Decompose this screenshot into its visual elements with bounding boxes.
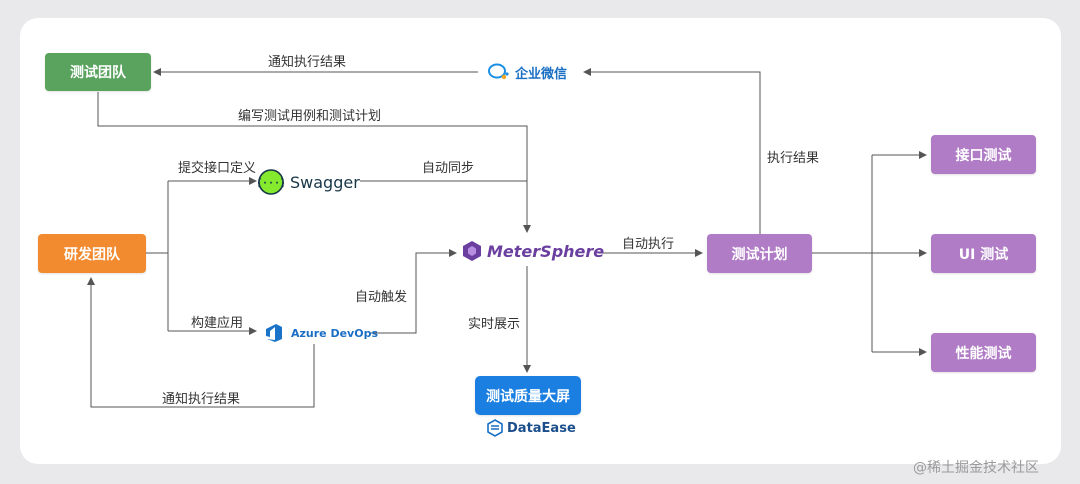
ui-test-node[interactable]: UI 测试 — [931, 234, 1036, 273]
azure-devops-icon — [266, 324, 282, 342]
swagger-label: Swagger — [290, 172, 360, 192]
edge-label-auto-trigger: 自动触发 — [355, 290, 408, 305]
perf-test-node[interactable]: 性能测试 — [931, 333, 1036, 372]
edge-label-exec-result: 执行结果 — [767, 151, 820, 166]
test-plan-label: 测试计划 — [731, 246, 788, 263]
test-team-label: 测试团队 — [70, 65, 126, 81]
metersphere-logo[interactable]: MeterSphere — [461, 240, 604, 262]
dataease-label: DataEase — [507, 420, 576, 436]
dev-team-node[interactable]: 研发团队 — [38, 234, 146, 273]
dataease-logo[interactable]: DataEase — [487, 419, 576, 437]
api-test-node[interactable]: 接口测试 — [931, 135, 1036, 174]
perf-test-label: 性能测试 — [955, 345, 1012, 362]
quality-screen-label: 测试质量大屏 — [486, 388, 570, 405]
api-test-label: 接口测试 — [955, 147, 1012, 164]
azure-devops-label: Azure DevOps — [291, 326, 378, 340]
test-plan-node[interactable]: 测试计划 — [707, 234, 812, 273]
watermark: @稀土掘金技术社区 — [913, 460, 1039, 476]
quality-screen-node[interactable]: 测试质量大屏 — [475, 376, 581, 415]
wecom-icon — [488, 63, 509, 80]
dataease-icon — [487, 419, 503, 437]
wecom-logo[interactable]: 企业微信 — [487, 62, 567, 82]
test-team-node[interactable]: 测试团队 — [45, 53, 151, 91]
edge-label-build-app: 构建应用 — [191, 316, 244, 331]
edge-label-notify-result-top: 通知执行结果 — [268, 55, 347, 70]
edge-label-notify-result-bottom: 通知执行结果 — [162, 392, 241, 407]
metersphere-label: MeterSphere — [487, 241, 605, 261]
edge-label-auto-sync: 自动同步 — [422, 161, 475, 176]
ui-test-label: UI 测试 — [958, 246, 1009, 263]
wecom-label: 企业微信 — [515, 66, 568, 82]
swagger-icon: {···} — [258, 169, 284, 195]
swagger-logo[interactable]: {···} Swagger — [258, 169, 360, 195]
edge-label-write-cases: 编写测试用例和测试计划 — [238, 109, 382, 124]
edge-label-realtime: 实时展示 — [468, 317, 521, 332]
metersphere-icon — [463, 241, 481, 261]
dev-team-label: 研发团队 — [64, 246, 120, 263]
edge-label-auto-execute: 自动执行 — [622, 237, 675, 252]
svg-text:{···}: {···} — [258, 178, 284, 189]
edge-label-submit-api: 提交接口定义 — [178, 161, 257, 176]
azure-devops-logo[interactable]: Azure DevOps — [264, 323, 378, 343]
